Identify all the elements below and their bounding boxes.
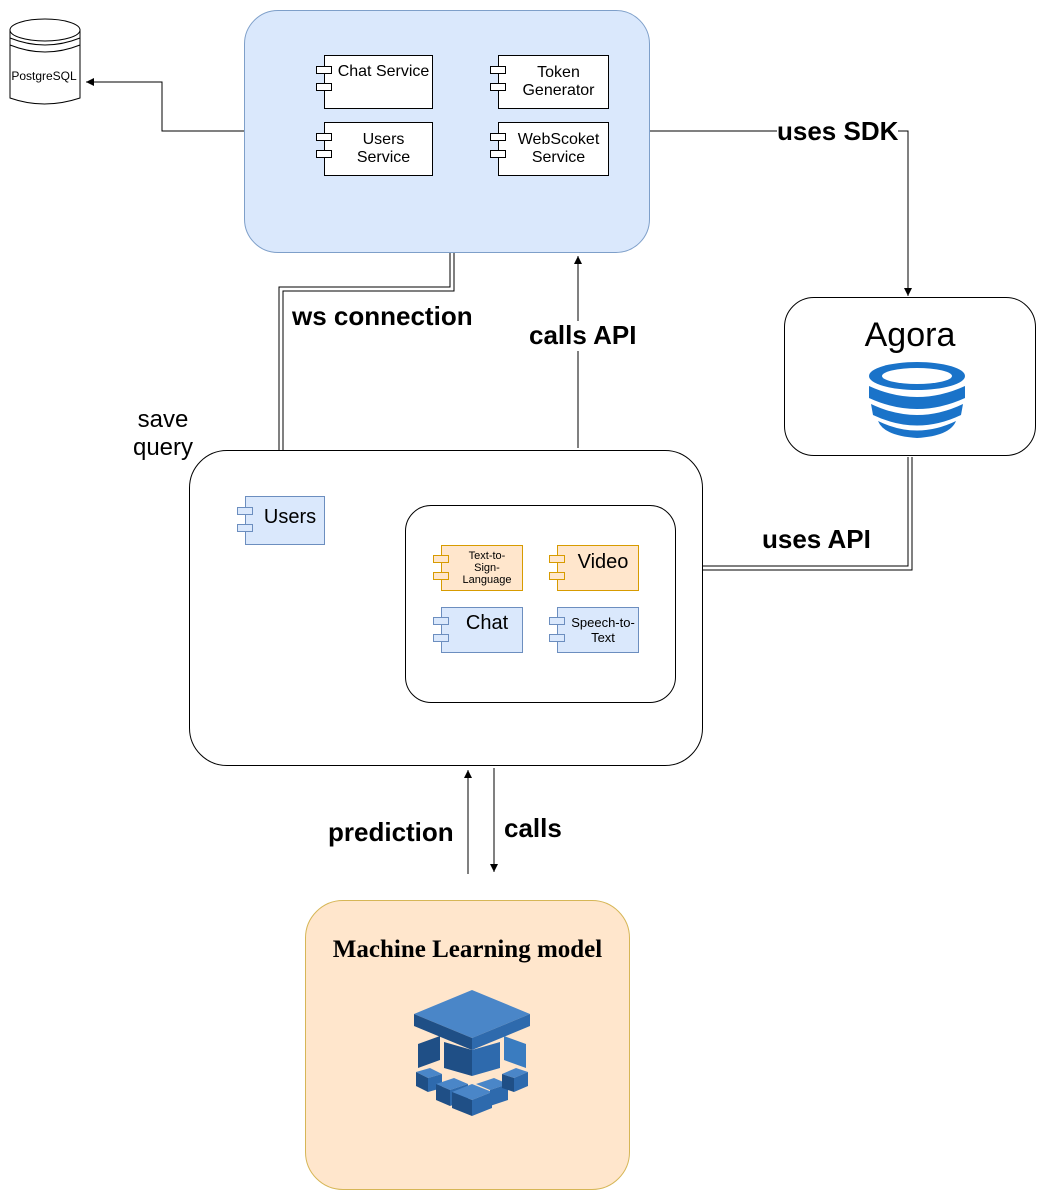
postgresql-label: PostgreSQL [11, 69, 77, 83]
agora-title: Agora [864, 316, 956, 354]
uses-api-label: uses API [762, 524, 871, 555]
ml-model-title: Machine Learning model [332, 936, 603, 963]
component-tab [490, 133, 506, 141]
chat-component[interactable]: Chat [433, 607, 523, 653]
calls-api-label: calls API [529, 320, 637, 351]
video-label: Video [577, 550, 629, 573]
edge-uses-sdk [650, 130, 912, 296]
component-tab [237, 524, 253, 532]
users-label: Users [263, 506, 317, 528]
users-service-label: Users Service [356, 131, 411, 166]
calls-label: calls [504, 813, 562, 844]
component-tab [549, 555, 565, 563]
component-tab [549, 572, 565, 580]
text-to-sign-language-component[interactable]: Text-to-Sign-Language [433, 545, 523, 591]
users-component[interactable]: Users [237, 496, 325, 545]
component-tab [316, 66, 332, 74]
component-tab [316, 150, 332, 158]
websocket-service-component[interactable]: WebScoket Service [490, 122, 609, 176]
chat-service-label: Chat Service [337, 63, 430, 80]
component-tab [433, 634, 449, 642]
websocket-service-label: WebScoket Service [517, 131, 600, 166]
prediction-label: prediction [328, 817, 454, 848]
token-generator-component[interactable]: Token Generator [490, 55, 609, 109]
edge-uses-api [638, 457, 913, 571]
save-query-label: save query [132, 406, 194, 461]
speech-to-text-label: Speech-to-Text [571, 615, 635, 645]
users-service-component[interactable]: Users Service [316, 122, 433, 176]
database-icon [869, 362, 965, 438]
video-component[interactable]: Video [549, 545, 639, 591]
component-tab [433, 617, 449, 625]
uses-sdk-label: uses SDK [777, 116, 899, 147]
component-tab [316, 133, 332, 141]
chat-service-component[interactable]: Chat Service [316, 55, 433, 109]
component-tab [490, 66, 506, 74]
component-tab [316, 83, 332, 91]
component-tab [237, 507, 253, 515]
edge-backend-to-postgres [86, 78, 244, 132]
component-tab [549, 617, 565, 625]
postgresql-cylinder[interactable] [9, 18, 81, 105]
component-tab [490, 83, 506, 91]
component-tab [433, 572, 449, 580]
component-tab [549, 634, 565, 642]
component-tab [490, 150, 506, 158]
token-generator-label: Token Generator [522, 64, 595, 99]
ws-connection-label: ws connection [292, 301, 473, 332]
component-tab [433, 555, 449, 563]
chat-label: Chat [465, 611, 509, 634]
frontend-media-module[interactable] [405, 505, 676, 703]
text-to-sign-language-label: Text-to-Sign-Language [462, 550, 512, 586]
cube-stack-icon [414, 990, 530, 1116]
speech-to-text-component[interactable]: Speech-to-Text [549, 607, 639, 653]
